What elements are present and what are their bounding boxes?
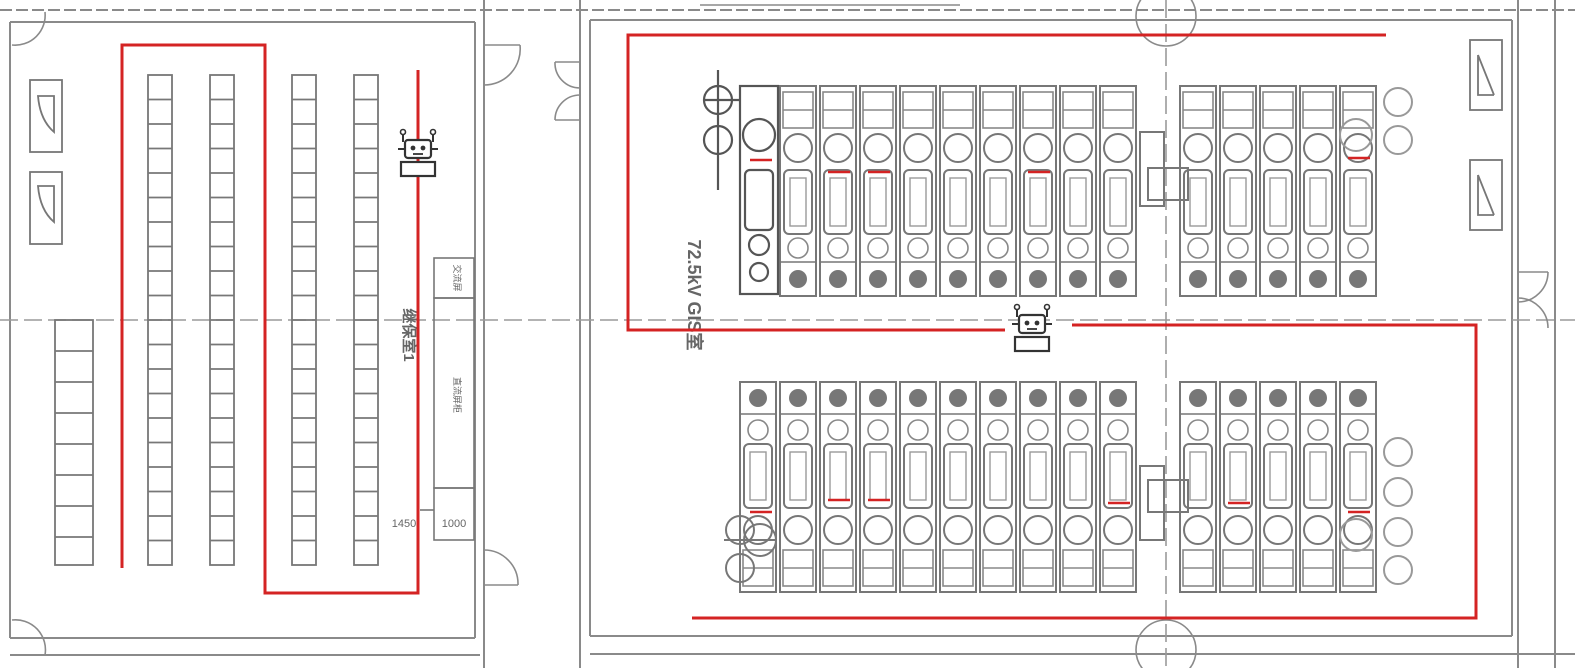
gis-bay bbox=[1059, 381, 1097, 593]
inspection-route bbox=[120, 33, 1478, 620]
gis-bay bbox=[939, 85, 977, 297]
cabinet-label-b: 直流屏柜 bbox=[452, 377, 463, 413]
gis-bay bbox=[1219, 85, 1257, 297]
gis-bay bbox=[1019, 381, 1057, 593]
room-label-relay: 继保室1 bbox=[400, 308, 418, 361]
gis-bay bbox=[1179, 381, 1217, 593]
gis-bay bbox=[899, 381, 937, 593]
gis-room: 72.5kV GIS室 bbox=[684, 39, 1503, 593]
gis-bay bbox=[1299, 381, 1337, 593]
gis-bay bbox=[1299, 85, 1337, 297]
gis-bay bbox=[1179, 85, 1217, 297]
robot-icon bbox=[1010, 303, 1054, 353]
relay-cabinet-rows bbox=[54, 74, 379, 566]
gis-bay bbox=[779, 85, 817, 297]
gis-bay bbox=[979, 381, 1017, 593]
gis-bay bbox=[1259, 381, 1297, 593]
room-label-gis: 72.5kV GIS室 bbox=[684, 239, 705, 350]
gis-bay bbox=[739, 381, 777, 593]
dimension-right: 1000 bbox=[442, 518, 466, 530]
gis-bay bbox=[819, 381, 857, 593]
gis-bay bbox=[1259, 85, 1297, 297]
gis-bay bbox=[1339, 381, 1377, 593]
gis-bay bbox=[1019, 85, 1057, 297]
door-swing-icon bbox=[483, 4, 1549, 586]
gis-bay bbox=[779, 381, 817, 593]
dimension-left: 1450 bbox=[392, 518, 416, 530]
relay-room: 交流屏 直流屏柜 1450 1000 继保室1 bbox=[29, 74, 475, 566]
gis-bay bbox=[1219, 381, 1257, 593]
gis-bay bbox=[859, 85, 897, 297]
gis-bay bbox=[1059, 85, 1097, 297]
gis-bay bbox=[979, 85, 1017, 297]
cabinet-label-a: 交流屏 bbox=[452, 264, 463, 291]
gis-bay bbox=[859, 381, 897, 593]
gis-bay bbox=[819, 85, 857, 297]
gis-bay bbox=[899, 85, 937, 297]
gis-bay bbox=[1099, 85, 1137, 297]
gis-bay bbox=[939, 381, 977, 593]
bay-indicators bbox=[750, 156, 1370, 514]
gis-bay bbox=[1339, 85, 1377, 297]
gis-bays bbox=[739, 85, 1377, 593]
gis-bay bbox=[1099, 381, 1137, 593]
grid-bubbles bbox=[11, 0, 1197, 668]
